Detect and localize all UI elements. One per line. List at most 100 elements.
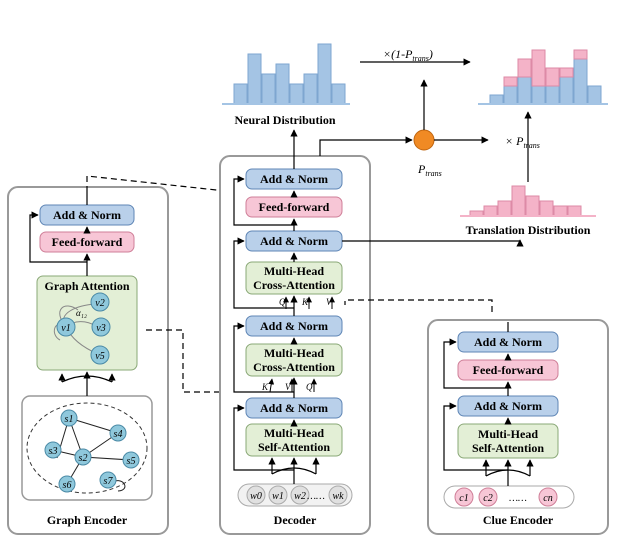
att-node-v3-label: v3 — [96, 323, 105, 334]
decoder-add-norm-2-label: Add & Norm — [260, 319, 328, 333]
graph-node-s3-label: s3 — [49, 446, 58, 457]
graph-node-s5 — [122, 451, 140, 469]
token-c1-label: c1 — [459, 493, 468, 504]
token-w2 — [290, 485, 310, 505]
qkv-arrows — [268, 296, 335, 393]
translation-bar-1 — [483, 205, 498, 217]
graph-encoder-title: Graph Encoder — [47, 513, 128, 527]
neural-bar-0 — [233, 83, 248, 105]
clue-self-attention-label-1: Multi-Head — [478, 427, 538, 441]
translation-bar-7 — [567, 205, 582, 217]
graph-encoder-arrows — [29, 192, 116, 396]
token-c1 — [454, 487, 474, 507]
clue-ellipsis: …… — [509, 493, 527, 504]
decoder-cross-attention-2-label-1: Multi-Head — [264, 264, 324, 278]
decoder-cross-attention-1-label-2: Cross-Attention — [253, 360, 335, 374]
graph-node-s6 — [58, 475, 76, 493]
neural-bar-2 — [261, 73, 276, 105]
graph-to-decoder-dashed-2 — [146, 329, 304, 393]
token-w2-label: w2 — [294, 491, 306, 502]
token-wk — [328, 485, 348, 505]
decoder-title: Decoder — [274, 513, 317, 527]
graph-feed-forward-label: Feed-forward — [52, 235, 123, 249]
translation-distribution-chart — [469, 185, 582, 217]
translation-bar-2 — [497, 200, 512, 217]
final-translation-bar-2 — [517, 58, 532, 78]
clue-feed-forward-label: Feed-forward — [473, 363, 544, 377]
neural-bar-3 — [275, 63, 290, 105]
translation-bar-5 — [539, 200, 554, 217]
graph-node-s6-label: s6 — [63, 480, 72, 491]
token-w1-label: w1 — [272, 491, 284, 502]
cross1-v-label: V — [285, 382, 292, 392]
final-translation-bar-1 — [503, 76, 518, 87]
decoder-cross-attention-2-label-2: Cross-Attention — [253, 278, 335, 292]
cross2-k-label: K — [301, 297, 309, 307]
final-translation-bar-5 — [559, 67, 574, 78]
decoder-add-norm-1-label: Add & Norm — [260, 401, 328, 415]
cross1-q-label: Q — [306, 382, 313, 392]
graph-node-s4 — [109, 424, 127, 442]
translation-bar-3 — [511, 185, 526, 217]
clue-add-norm-top-label: Add & Norm — [474, 335, 542, 349]
graph-box — [21, 395, 153, 501]
graph-node-s5-label: s5 — [127, 456, 136, 467]
graph-boundary — [26, 402, 148, 494]
att-node-v2-label: v2 — [95, 298, 104, 309]
att-node-v2 — [90, 292, 110, 312]
token-wk-label: wk — [332, 491, 344, 502]
final-distribution-chart — [489, 49, 602, 105]
neural-bar-1 — [247, 53, 262, 105]
att-node-v3 — [91, 317, 111, 337]
graph-nodes: s1 s2 s3 s4 s5 s6 s7 — [44, 409, 140, 493]
graph-node-s1-label: s1 — [65, 414, 74, 425]
cross1-k-label: K — [261, 382, 269, 392]
final-translation-bar-6 — [573, 49, 588, 60]
decoder-add-norm-3-label: Add & Norm — [260, 234, 328, 248]
graph-node-s3 — [44, 441, 62, 459]
neural-bar-5 — [303, 73, 318, 105]
graph-add-norm-label: Add & Norm — [53, 208, 121, 222]
final-neural-bar-1 — [503, 85, 518, 105]
graph-attention-label: Graph Attention — [44, 279, 129, 293]
final-neural-bar-2 — [517, 76, 532, 105]
token-w1 — [268, 485, 288, 505]
translation-bar-6 — [553, 205, 568, 217]
one-minus-p-label: ×(1-Ptrans) — [383, 47, 433, 63]
graph-node-s7-label: s7 — [104, 476, 114, 487]
p-trans-label: Ptrans — [417, 162, 442, 178]
decoder-self-attention-label-1: Multi-Head — [264, 426, 324, 440]
clue-arrows — [443, 322, 534, 486]
token-c2 — [478, 487, 498, 507]
graph-node-s2 — [74, 448, 92, 466]
token-c2-label: c2 — [483, 493, 492, 504]
decoder-ellipsis: …… — [307, 491, 325, 502]
clue-encoder-title: Clue Encoder — [483, 513, 554, 527]
neural-distribution-label: Neural Distribution — [234, 113, 335, 127]
translation-distribution-label: Translation Distribution — [466, 223, 591, 237]
translation-bar-4 — [525, 195, 540, 217]
clue-self-attention-label-2: Self-Attention — [472, 441, 544, 455]
att-node-v1 — [56, 317, 76, 337]
decoder-self-attention-label-2: Self-Attention — [258, 440, 330, 454]
final-neural-bar-6 — [573, 58, 588, 105]
token-cn — [538, 487, 558, 507]
decoder-cross-attention-1-label-1: Multi-Head — [264, 346, 324, 360]
times-p-label: × Ptrans — [505, 134, 540, 150]
att-node-v5-label: v5 — [95, 351, 104, 362]
distribution-arrows — [319, 58, 532, 182]
graph-node-s7 — [99, 471, 117, 489]
decoder-feed-forward-label: Feed-forward — [259, 200, 330, 214]
token-cn-label: cn — [543, 493, 552, 504]
graph-node-s1 — [60, 409, 78, 427]
graph-node-s4-label: s4 — [114, 429, 123, 440]
final-neural-bar-7 — [587, 85, 602, 105]
neural-bar-6 — [317, 43, 332, 105]
final-neural-bar-3 — [531, 85, 546, 105]
neural-bar-7 — [331, 83, 346, 105]
neural-distribution-chart — [233, 43, 346, 105]
attention-weight-label: α₁₂ — [76, 308, 87, 318]
decoder-add-norm-4-label: Add & Norm — [260, 172, 328, 186]
att-node-v1-label: v1 — [61, 323, 70, 334]
